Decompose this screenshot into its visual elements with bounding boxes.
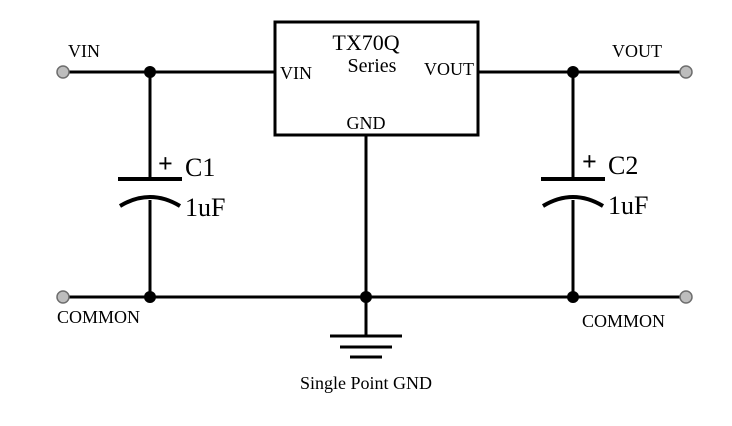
c1-value: 1uF [185, 193, 225, 222]
terminal-common-left [56, 290, 70, 304]
c2-ref: C2 [608, 151, 638, 180]
regulator-pin-vout: VOUT [424, 59, 474, 79]
terminal-common-right [679, 290, 693, 304]
ground-label: Single Point GND [300, 373, 432, 393]
regulator-series: Series [348, 55, 397, 77]
terminal-vout-label: VOUT [612, 41, 662, 61]
terminal-common-right-label: COMMON [582, 311, 665, 331]
c1-ref: C1 [185, 153, 215, 182]
junctions [144, 66, 579, 303]
capacitor-c1: + C1 1uF [118, 149, 225, 222]
junction-dot [567, 66, 579, 78]
junction-dot [360, 291, 372, 303]
wires [63, 70, 686, 336]
junction-dot [144, 66, 156, 78]
terminal-common-left-label: COMMON [57, 307, 140, 327]
terminal-vin [56, 65, 70, 79]
terminal-vout [679, 65, 693, 79]
c2-polarity: + [582, 147, 597, 176]
terminal-vin-label: VIN [68, 41, 100, 61]
regulator-pin-vin: VIN [280, 63, 312, 83]
ground-symbol: Single Point GND [300, 334, 432, 393]
c1-polarity: + [158, 149, 173, 178]
c1-plate-curved [118, 195, 182, 208]
junction-dot [144, 291, 156, 303]
junction-dot [567, 291, 579, 303]
c2-plate-curved [541, 195, 605, 208]
capacitor-c2: + C2 1uF [541, 147, 648, 220]
terminals: VIN VOUT COMMON COMMON [56, 41, 693, 331]
regulator-name: TX70Q [332, 30, 399, 55]
regulator-pin-gnd: GND [347, 113, 386, 133]
regulator-box [273, 20, 480, 137]
c2-value: 1uF [608, 191, 648, 220]
